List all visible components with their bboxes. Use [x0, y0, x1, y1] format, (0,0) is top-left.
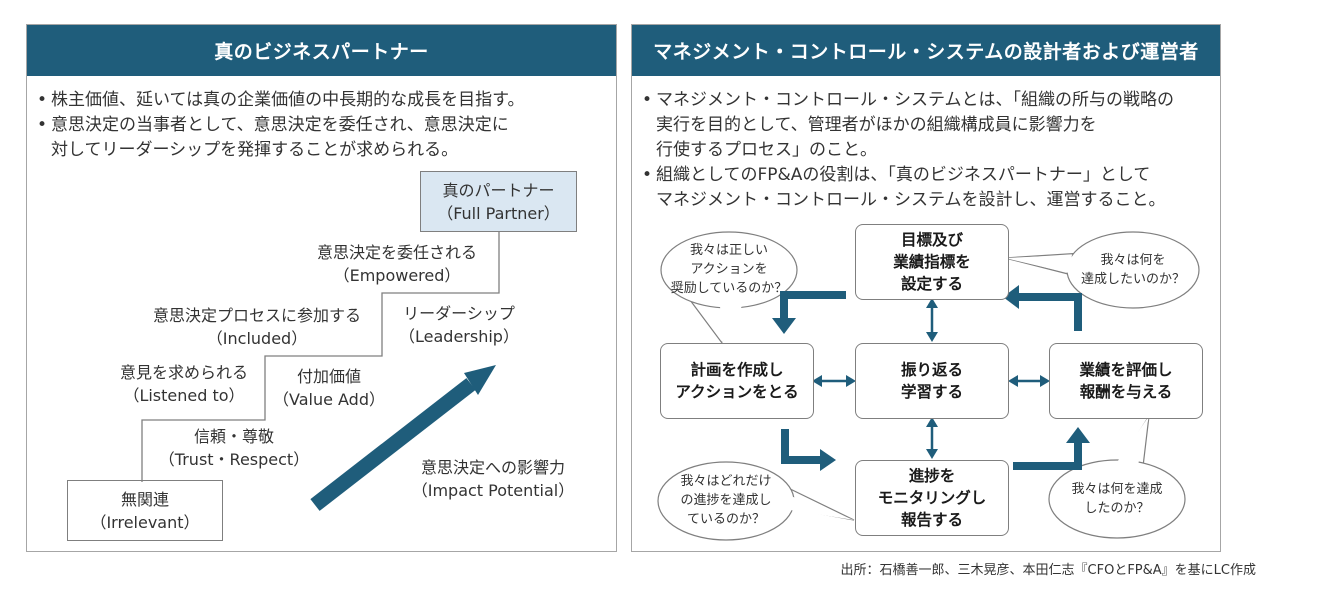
bullet-dot-icon: • [37, 90, 48, 110]
impact-arrow-shaft [310, 378, 476, 511]
bubble-text-bottom-left: 我々はどれだけ の進捗を達成し ているのか？ [680, 474, 772, 527]
panel-title: 真のビジネスパートナー [27, 25, 616, 76]
bullet-dot-icon: • [642, 90, 653, 110]
trust-respect-label: 信頼・尊敬 （Trust・Respect） [158, 427, 310, 469]
bullet-item: • マネジメント・コントロール・システムとは、「組織の所与の戦略の 実行を目的と… [642, 88, 1217, 163]
cycle-node-reflect-learn: 振り返る 学習する [855, 343, 1009, 419]
connector-arrows [812, 298, 1050, 459]
staircase-line [141, 229, 577, 482]
cycle-node-monitor-report: 進捗を モニタリングし 報告する [855, 460, 1009, 536]
leadership-label: リーダーシップ （Leadership） [399, 304, 519, 346]
impact-arrow-head [464, 365, 496, 395]
empowered-label: 意思決定を委任される （Empowered） [316, 243, 477, 285]
cycle-arrow-heads [772, 285, 1090, 471]
bubble-text-top-right: 我々は何を 達成したいのか？ [1080, 253, 1185, 287]
included-label: 意思決定プロセスに参加する （Included） [152, 306, 361, 348]
bullet-dot-icon: • [37, 115, 48, 135]
bubble-text-bottom-right: 我々は何を達成 したのか？ [1071, 482, 1163, 516]
speech-bubble-top-right [1004, 231, 1200, 309]
listened-to-label: 意見を求められる （Listened to） [119, 363, 248, 405]
impact-potential-label: 意思決定への影響力 （Impact Potential） [411, 458, 575, 500]
speech-bubble-bottom-right [1048, 415, 1186, 539]
cycle-diagram [657, 231, 1200, 541]
bubble-text-top-left: 我々は正しい アクションを 奨励しているのか？ [670, 243, 788, 296]
cycle-elbow-arrows [780, 291, 1082, 470]
bullet-item: • 組織としてのFP&Aの役割は、「真のビジネスパートナー」として マネジメント… [642, 163, 1217, 213]
speech-bubble-top-left [660, 231, 798, 345]
bullet-item: • 株主価値、延いては真の企業価値の中長期的な成長を目指す。 [37, 88, 612, 113]
bullet-list: • 株主価値、延いては真の企業価値の中長期的な成長を目指す。 • 意思決定の当事… [37, 88, 612, 163]
source-note: 出所：石橋善一郎、三木晃彦、本田仁志『CFOとFP&A』を基にLC作成 [840, 563, 1256, 578]
cycle-node-set-goals: 目標及び 業績指標を 設定する [855, 224, 1009, 300]
bullet-dot-icon: • [642, 165, 653, 185]
speech-bubble-bottom-left [657, 461, 855, 541]
right-panel: マネジメント・コントロール・システムの設計者および運営者 • マネジメント・コン… [631, 24, 1221, 552]
irrelevant-box: 無関連 （Irrelevant） [67, 480, 223, 541]
left-panel: 真のビジネスパートナー • 株主価値、延いては真の企業価値の中長期的な成長を目指… [26, 24, 617, 552]
panel-title: マネジメント・コントロール・システムの設計者および運営者 [632, 25, 1220, 76]
full-partner-box: 真のパートナー （Full Partner） [420, 171, 577, 232]
cycle-node-evaluate-reward: 業績を評価し 報酬を与える [1049, 343, 1203, 419]
cycle-node-plan-act: 計画を作成し アクションをとる [660, 343, 814, 419]
value-add-label: 付加価値 （Value Add） [272, 367, 385, 409]
staircase-diagram [141, 229, 577, 511]
bullet-item: • 意思決定の当事者として、意思決定を委任され、意思決定に 対してリーダーシップ… [37, 113, 612, 163]
bullet-list: • マネジメント・コントロール・システムとは、「組織の所与の戦略の 実行を目的と… [642, 88, 1217, 213]
